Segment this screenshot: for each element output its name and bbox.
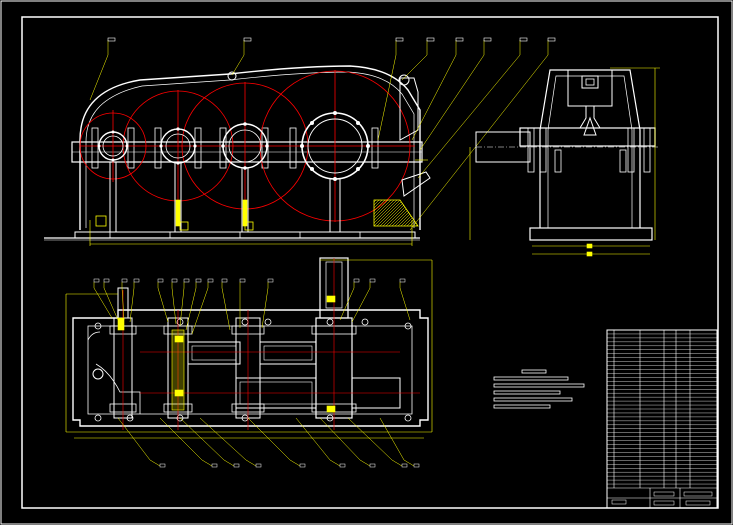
technical-notes <box>493 369 585 409</box>
front-elevation-view <box>44 37 556 246</box>
plan-section-view <box>65 257 433 468</box>
title-block <box>606 329 718 509</box>
side-elevation-view <box>469 67 660 257</box>
